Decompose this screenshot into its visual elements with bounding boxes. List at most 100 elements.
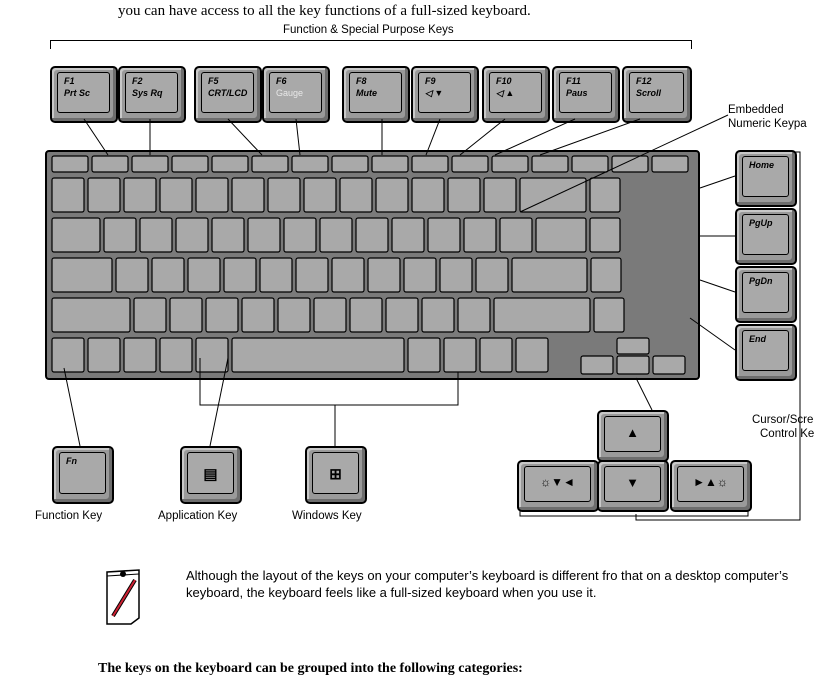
key-arrow-down: ▼	[597, 460, 669, 512]
keyboard-key-26	[411, 177, 445, 213]
keyboard-key-20	[195, 177, 229, 213]
keyboard-key-32	[103, 217, 137, 253]
keyboard-key-40	[391, 217, 425, 253]
cursor-control-label-1: Cursor/Scre	[752, 414, 814, 426]
keyboard-key-41	[427, 217, 461, 253]
keyboard-key-16	[51, 177, 85, 213]
note-pad-icon	[106, 569, 140, 625]
keyboard-key-38	[319, 217, 353, 253]
key-fn: Fn	[52, 446, 114, 504]
cursor-control-label-2: Control Ke	[760, 428, 815, 440]
keyboard-key-85	[616, 355, 650, 375]
keyboard-key-1	[91, 155, 129, 173]
keyboard-key-29	[519, 177, 587, 213]
keyboard-key-86	[652, 355, 686, 375]
keyboard-key-71	[493, 297, 591, 333]
keyboard-key-42	[463, 217, 497, 253]
keyboard-key-27	[447, 177, 481, 213]
key-f6-top: F6	[276, 76, 287, 86]
keyboard-key-34	[175, 217, 209, 253]
keyboard-key-22	[267, 177, 301, 213]
keyboard-key-54	[367, 257, 401, 293]
keyboard-key-14	[611, 155, 649, 173]
keyboard-key-83	[616, 337, 650, 355]
keyboard-key-70	[457, 297, 491, 333]
arrow-right-icon: ►▲☼	[693, 475, 728, 489]
keyboard-key-72	[593, 297, 625, 333]
embedded-keypad-label-1: Embedded	[728, 104, 784, 116]
key-f12-top: F12	[636, 76, 652, 86]
keyboard-key-4	[211, 155, 249, 173]
arrow-down-icon: ▼	[626, 475, 639, 490]
keyboard-key-3	[171, 155, 209, 173]
key-f1-bottom: Prt Sc	[64, 88, 91, 98]
keyboard-key-39	[355, 217, 389, 253]
key-f9-top: F9	[425, 76, 436, 86]
keyboard-key-43	[499, 217, 533, 253]
key-pgdn-label: PgDn	[749, 276, 773, 286]
function-key-label: Function Key	[35, 510, 103, 522]
key-f6-bottom: Gauge	[276, 88, 304, 98]
keyboard-key-21	[231, 177, 265, 213]
embedded-keypad-label-2: Numeric Keypa	[728, 118, 807, 130]
key-fn-label: Fn	[66, 456, 77, 466]
key-f1-top: F1	[64, 76, 75, 86]
function-keys-bracket	[50, 40, 692, 49]
keyboard-key-7	[331, 155, 369, 173]
keyboard-key-9	[411, 155, 449, 173]
arrow-up-icon: ▲	[626, 425, 639, 440]
keyboard-key-31	[51, 217, 101, 253]
key-f12-bottom: Scroll	[636, 88, 662, 98]
keyboard-key-49	[187, 257, 221, 293]
keyboard-key-28	[483, 177, 517, 213]
key-application: ▤	[180, 446, 242, 504]
keyboard-key-50	[223, 257, 257, 293]
key-f11-bottom: Paus	[566, 88, 588, 98]
keyboard-key-15	[651, 155, 689, 173]
key-f2-bottom: Sys Rq	[132, 88, 163, 98]
key-f9: F9◁ ▼	[411, 66, 479, 123]
keyboard-key-65	[277, 297, 311, 333]
keyboard-key-35	[211, 217, 245, 253]
key-arrow-right: ►▲☼	[670, 460, 752, 512]
key-arrow-left: ☼▼◄	[517, 460, 599, 512]
function-keys-label: Function & Special Purpose Keys	[283, 24, 454, 36]
keyboard-key-0	[51, 155, 89, 173]
key-pgdn: PgDn	[735, 266, 797, 323]
keyboard-key-67	[349, 297, 383, 333]
keyboard-key-62	[169, 297, 203, 333]
keyboard-key-18	[123, 177, 157, 213]
keyboard-key-74	[87, 337, 121, 373]
keyboard-key-55	[403, 257, 437, 293]
categories-heading: The keys on the keyboard can be grouped …	[98, 661, 523, 676]
keyboard-key-73	[51, 337, 85, 373]
keyboard-key-58	[511, 257, 588, 293]
keyboard-key-10	[451, 155, 489, 173]
keyboard-key-63	[205, 297, 239, 333]
key-f2-top: F2	[132, 76, 143, 86]
keyboard-key-68	[385, 297, 419, 333]
key-f5-bottom: CRT/LCD	[208, 88, 248, 98]
keyboard-key-17	[87, 177, 121, 213]
key-arrow-up: ▲	[597, 410, 669, 462]
keyboard-key-8	[371, 155, 409, 173]
keyboard-key-57	[475, 257, 509, 293]
keyboard-key-60	[51, 297, 131, 333]
keyboard-key-13	[571, 155, 609, 173]
keyboard-key-64	[241, 297, 275, 333]
key-home-label: Home	[749, 160, 775, 170]
keyboard-key-11	[491, 155, 529, 173]
keyboard-key-30	[589, 177, 621, 213]
keyboard-key-2	[131, 155, 169, 173]
keyboard-key-59	[590, 257, 622, 293]
windows-key-label: Windows Key	[292, 510, 362, 522]
keyboard-key-80	[443, 337, 477, 373]
key-end-label: End	[749, 334, 766, 344]
key-f10: F10◁ ▲	[482, 66, 550, 123]
keyboard-key-66	[313, 297, 347, 333]
keyboard-key-5	[251, 155, 289, 173]
